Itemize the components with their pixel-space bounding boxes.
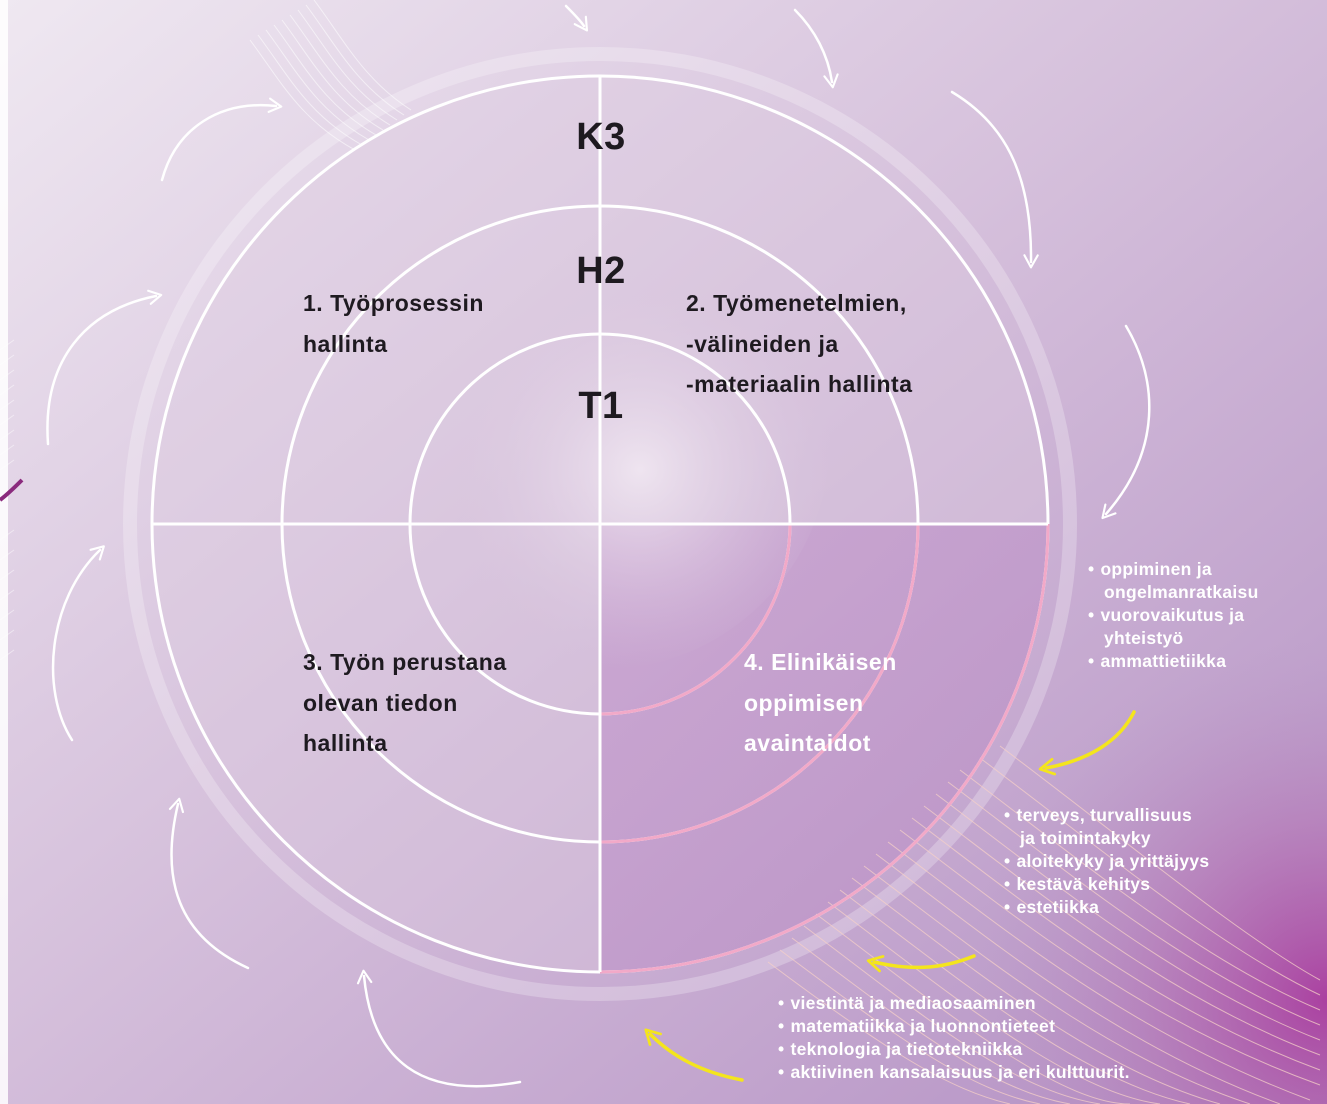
arrow-icon: [46, 289, 163, 446]
quadrant-1-label: 1. Työprosessin hallinta: [303, 283, 484, 364]
list-item: •oppiminen ja: [1088, 559, 1212, 579]
quadrant-1-line: hallinta: [303, 330, 388, 357]
list-item-continuation: ja toimintakyky: [1020, 828, 1151, 849]
ring-group: [150, 74, 1050, 974]
bottom-right-hatch: [767, 745, 1321, 1104]
quadrant-3-line: hallinta: [303, 730, 388, 757]
left-magenta-stroke: [0, 478, 24, 502]
quadrant-3-label: 3. Työn perustana olevan tiedon hallinta: [303, 642, 507, 764]
ring-label-t1: T1: [578, 385, 624, 427]
quadrant-2-line: 2. Työmenetelmien,: [686, 290, 907, 316]
arrow-icon: [564, 4, 589, 32]
list-item: •kestävä kehitys: [1004, 874, 1151, 895]
quadrant-3-line: 3. Työn perustana: [303, 649, 507, 675]
list-item: •aktiivinen kansalaisuus ja eri kulttuur…: [778, 1062, 1130, 1083]
list-item: •aloitekyky ja yrittäjyys: [1004, 851, 1210, 872]
key-skills-list-1: •oppiminen ja ongelmanratkaisu •vuorovai…: [1088, 558, 1259, 673]
yellow-arrow-icon: [644, 1028, 744, 1082]
key-skills-list-3: •viestintä ja mediaosaaminen •matematiik…: [778, 992, 1130, 1084]
arrow-icon: [1101, 324, 1151, 520]
quadrant-1-line: 1. Työprosessin: [303, 290, 484, 316]
key-skills-list-2: •terveys, turvallisuus ja toimintakyky •…: [1004, 804, 1209, 919]
list-item: •teknologia ja tietotekniikka: [778, 1039, 1023, 1060]
list-item: •vuorovaikutus ja: [1088, 605, 1245, 626]
outer-ring-q4-arc: [599, 523, 1050, 974]
quadrant-4-label: 4. Elinikäisen oppimisen avaintaidot: [744, 642, 897, 764]
arrow-icon: [168, 797, 250, 970]
list-item: •estetiikka: [1004, 897, 1100, 918]
list-item: •matematiikka ja luonnontieteet: [778, 1016, 1056, 1037]
outer-glow-ring: [123, 47, 1077, 1001]
middle-ring-q4-arc: [599, 523, 920, 844]
quadrant-4-line: 4. Elinikäisen: [744, 649, 897, 675]
yellow-arrow-icon: [1038, 710, 1136, 776]
list-item-continuation: ongelmanratkaisu: [1104, 582, 1259, 603]
left-edge: [0, 0, 8, 1104]
inner-ring-q4-arc: [599, 523, 792, 716]
yellow-arrows: [644, 710, 1136, 1082]
quadrant-2-line: -välineiden ja: [686, 330, 839, 357]
arrow-icon: [51, 545, 105, 742]
cycle-arrows: [46, 4, 1151, 1088]
list-item: •terveys, turvallisuus: [1004, 805, 1192, 825]
top-swoosh-decoration: [249, 0, 412, 151]
quadrant-4-line: oppimisen: [744, 689, 864, 716]
left-hatch-decoration: [0, 339, 15, 661]
quadrant-4-line: avaintaidot: [744, 730, 871, 757]
arrow-icon: [160, 97, 283, 182]
ring-label-h2: H2: [576, 250, 626, 292]
quadrant-2-label: 2. Työmenetelmien, -välineiden ja -mater…: [686, 283, 913, 405]
quadrant-2-line: -materiaalin hallinta: [686, 371, 913, 398]
list-item: •ammattietiikka: [1088, 651, 1227, 672]
list-item: •viestintä ja mediaosaaminen: [778, 993, 1036, 1013]
arrow-icon: [356, 969, 522, 1088]
quadrant-3-line: olevan tiedon: [303, 689, 458, 716]
arrow-icon: [950, 90, 1039, 269]
ring-label-k3: K3: [576, 116, 626, 158]
yellow-arrow-icon: [866, 954, 976, 973]
list-item-continuation: yhteistyö: [1104, 628, 1184, 649]
arrow-icon: [793, 8, 839, 89]
